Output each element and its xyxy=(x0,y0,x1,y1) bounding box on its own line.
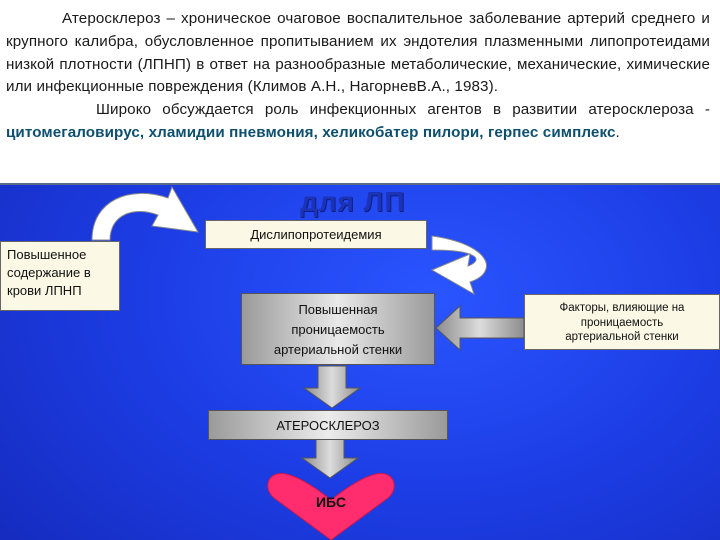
arrow-down-to-atherosclerosis xyxy=(302,365,362,409)
arrow-down-to-ibs xyxy=(300,438,360,479)
heart-shape xyxy=(267,472,395,540)
arrow-factors-to-permeability xyxy=(435,304,525,352)
lp-label: для ЛП xyxy=(300,186,406,217)
ibs-text: ИБС xyxy=(315,494,347,510)
definition-paragraph: Атеросклероз – хроническое очаговое восп… xyxy=(6,8,710,99)
permeability-line-2: проницаемость xyxy=(291,322,385,337)
infection-intro: Широко обсуждается роль инфекционных аге… xyxy=(96,101,710,119)
ibs-label: ИБС xyxy=(270,480,392,540)
permeability-box: Повышенная проницаемость артериальной ст… xyxy=(241,293,435,365)
factors-box: Факторы, влияющие на проницаемость артер… xyxy=(524,294,720,350)
ldl-line-1: Повышенное xyxy=(7,247,87,262)
factors-line-3: артериальной стенки xyxy=(565,331,679,343)
permeability-line-1: Повышенная xyxy=(298,302,378,317)
text-panel: Атеросклероз – хроническое очаговое восп… xyxy=(0,0,720,185)
curved-arrow-to-dyslipoproteinemia xyxy=(91,185,199,241)
ldl-line-3: крови ЛПНП xyxy=(7,283,82,298)
factors-line-1: Факторы, влияющие на xyxy=(559,302,685,314)
definition-body: Атеросклероз – хроническое очаговое восп… xyxy=(6,10,710,96)
paragraph-end: . xyxy=(615,123,620,141)
factors-line-2: проницаемость xyxy=(580,316,664,329)
permeability-line-3: артериальной стенки xyxy=(273,342,403,357)
elevated-ldl-box: Повышенное содержание в крови ЛПНП xyxy=(0,241,120,311)
atherosclerosis-box: АТЕРОСКЛЕРОЗ xyxy=(208,410,448,440)
definition-text: Атеросклероз – хроническое очаговое восп… xyxy=(6,8,710,145)
infection-paragraph: Широко обсуждается роль инфекционных аге… xyxy=(6,99,710,145)
dyslipoproteinemia-box: Дислипопротеидемия xyxy=(205,220,427,249)
ldl-line-2: содержание в xyxy=(7,265,91,280)
infectious-agents: цитомегаловирус, хламидии пневмония, хел… xyxy=(6,123,616,141)
citation: (Климов А.Н., НагорневВ.А., 1983). xyxy=(247,78,499,96)
curved-arrow-to-permeability xyxy=(430,235,487,296)
